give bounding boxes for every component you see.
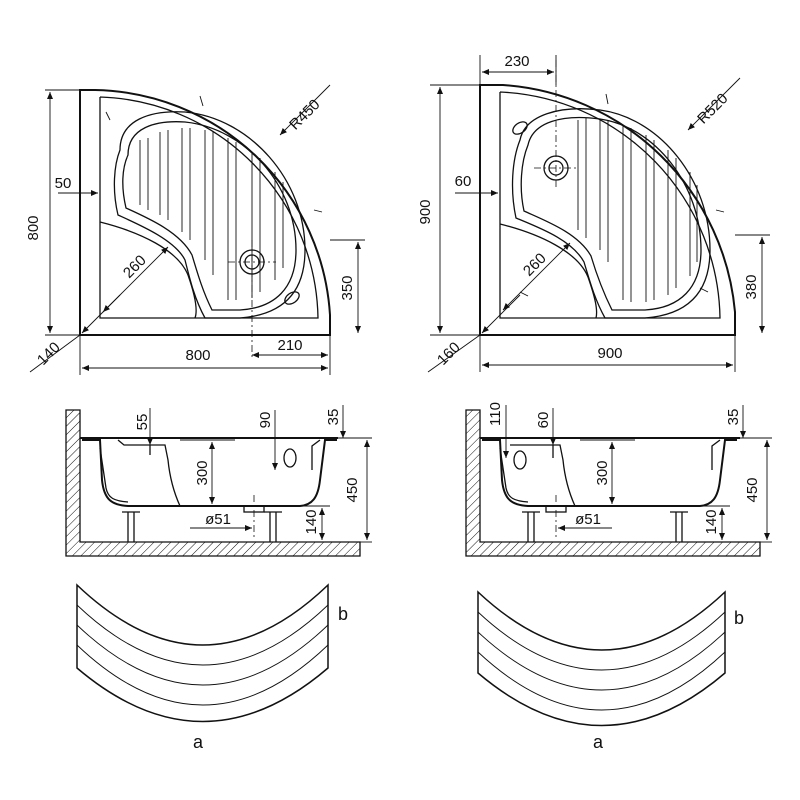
right-section-step-label: 110: [487, 402, 504, 426]
right-section-depth-label: 300: [594, 460, 611, 485]
left-plan-drain-offset-label: 210: [277, 337, 302, 354]
right-section-overflow-icon: [513, 450, 527, 470]
left-plan-height-label: 800: [25, 215, 42, 240]
right-section-height-label: 450: [744, 477, 761, 502]
right-section-view: 110 60 35 300 450 140 ø51: [465, 402, 772, 557]
right-panel-label-a: a: [593, 732, 604, 752]
left-plan-offset-label: 50: [55, 175, 72, 192]
left-plan-radius-label: R450: [286, 96, 323, 133]
left-section-overflow-offset-label: 90: [257, 412, 274, 429]
right-plan-ribs: [577, 118, 698, 302]
left-section-rim-label: 35: [325, 409, 342, 426]
right-plan-inner-radius-label: 260: [520, 250, 550, 280]
left-plan-side-label: 350: [339, 275, 356, 300]
left-plan-width-label: 800: [185, 347, 210, 364]
left-plan-view: 800 800 210 350 50 R450 260 140: [25, 84, 365, 375]
left-plan-inner-radius-label: 260: [120, 252, 150, 282]
right-section-drain-label: ø51: [575, 511, 601, 528]
right-section-overflow-offset-label: 60: [535, 412, 552, 429]
right-plan-side-label: 380: [743, 274, 760, 299]
left-section-depth-label: 300: [194, 460, 211, 485]
right-section-leg-label: 140: [703, 509, 720, 534]
left-section-view: 55 90 35 300 450 140 ø51: [65, 405, 372, 557]
right-plan-offset-label: 60: [455, 173, 472, 190]
right-front-panel: b a: [477, 590, 744, 752]
left-front-panel: b a: [76, 583, 348, 752]
left-panel-label-a: a: [193, 732, 204, 752]
right-plan-width-label: 900: [597, 345, 622, 362]
left-panel-label-b: b: [338, 604, 348, 624]
left-section-step-label: 55: [134, 414, 151, 431]
right-plan-height-label: 900: [417, 199, 434, 224]
right-plan-overflow-icon: [512, 121, 528, 135]
right-plan-radius-label: R520: [694, 90, 731, 127]
left-section-height-label: 450: [344, 477, 361, 502]
left-plan-overflow-icon: [284, 291, 300, 305]
left-section-drain-label: ø51: [205, 511, 231, 528]
right-plan-view: 230 900 900 380 60 R520 260 160: [417, 53, 770, 373]
left-plan-corner-label: 140: [34, 339, 64, 369]
right-plan-drain-offset-label: 230: [504, 53, 529, 70]
right-section-rim-label: 35: [725, 409, 742, 426]
left-section-leg-label: 140: [303, 509, 320, 534]
right-panel-label-b: b: [734, 608, 744, 628]
left-section-overflow-icon: [283, 448, 297, 468]
left-plan-ribs: [139, 128, 284, 300]
